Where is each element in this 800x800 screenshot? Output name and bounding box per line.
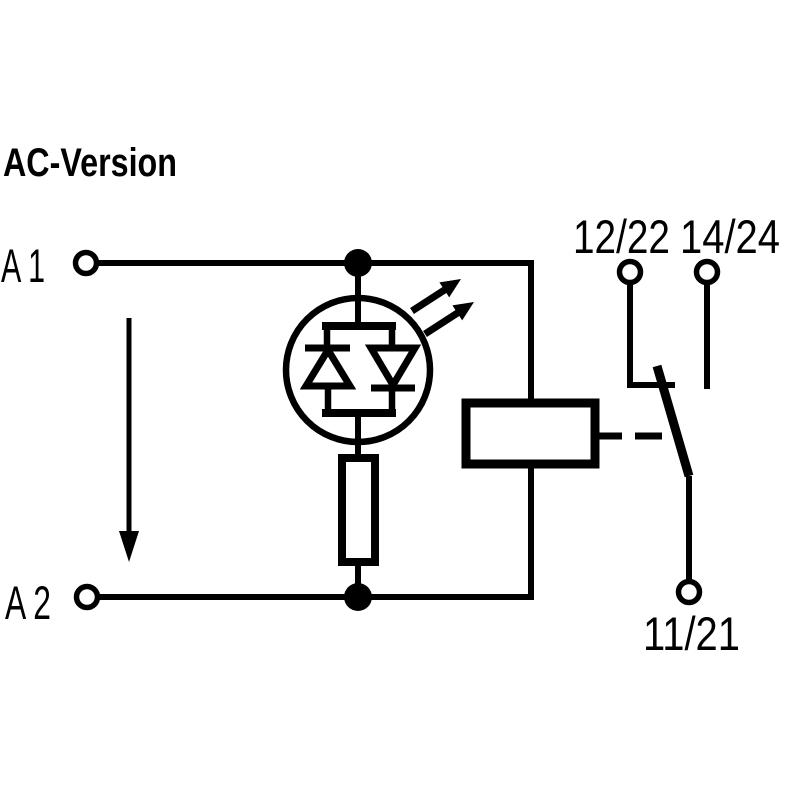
terminal-12-22 [616,258,644,286]
label-terminal-a1: A 1 [1,239,45,292]
terminal-a2 [73,583,101,611]
terminal-11-21 [675,578,703,606]
diode-right [364,326,422,413]
wire-nc-12-22 [627,283,675,388]
led-indicator [282,263,434,458]
changeover-contact [627,283,710,582]
label-terminal-14-24: 14/24 [680,210,780,263]
led-emission-arrows [410,279,474,337]
terminal-a1 [72,249,100,277]
current-direction-arrow [119,318,139,562]
terminal-14-24 [693,258,721,286]
resistor [338,454,379,597]
wire-a1 [97,260,534,403]
label-terminal-a2: A 2 [5,576,51,629]
relay-coil [461,398,600,469]
page-title: AC-Version [3,141,177,185]
diode-left [299,326,357,413]
wire-a2 [98,464,534,600]
contact-lever [652,364,694,478]
label-terminal-12-22: 12/22 [573,210,670,263]
label-terminal-11-21: 11/21 [643,607,740,660]
